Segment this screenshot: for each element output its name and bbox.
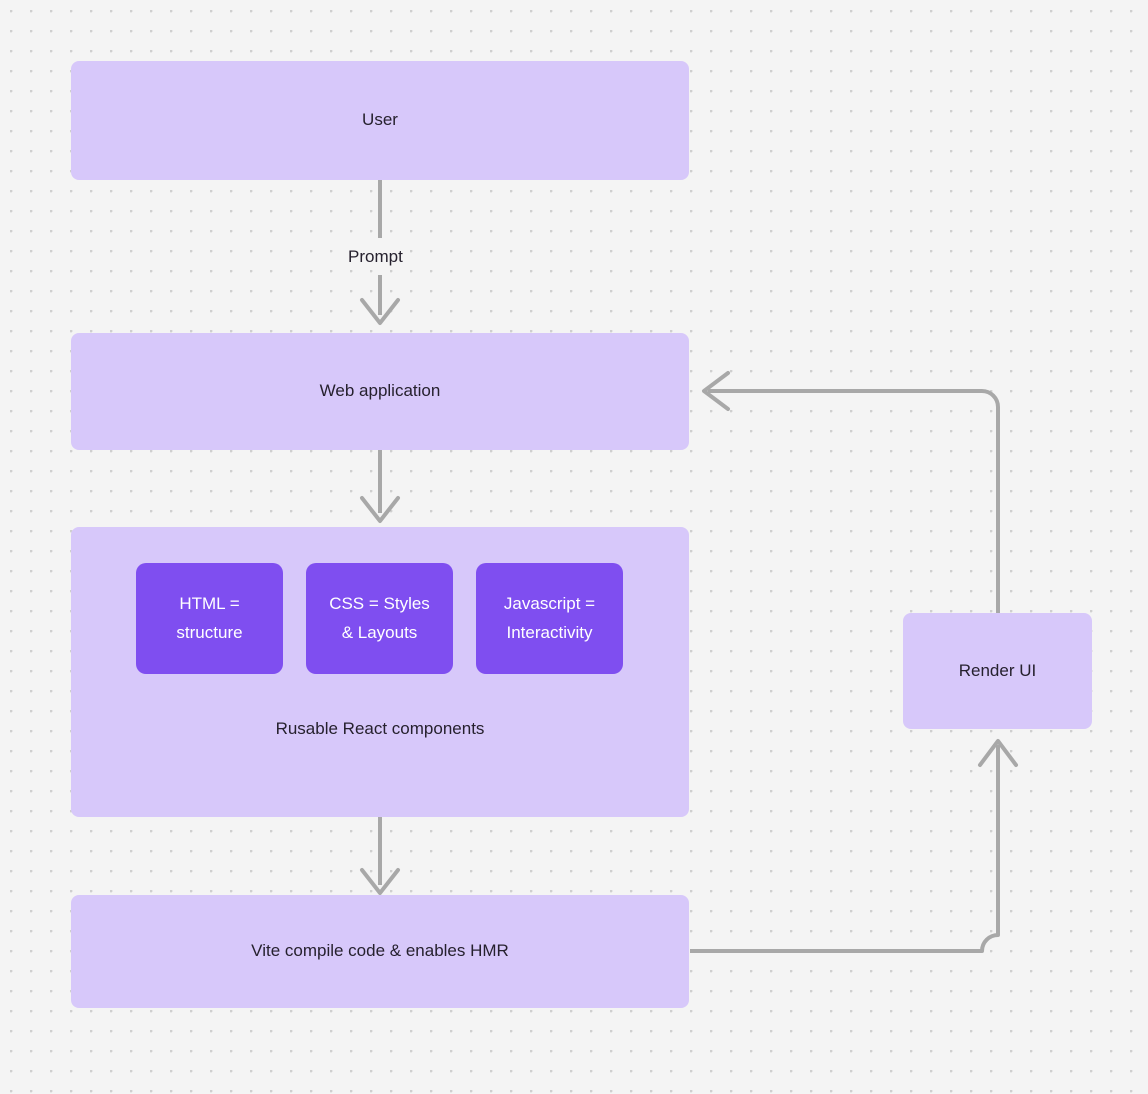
chip-html-label: HTML = structure [176,593,243,642]
node-user[interactable]: User [71,61,689,180]
components-group-caption: Rusable React components [275,719,485,738]
chip-html[interactable]: HTML = structure [136,563,283,674]
edge-render-ui-to-web-application [702,371,1000,613]
node-vite[interactable]: Vite compile code & enables HMR [71,895,689,1008]
node-render-ui[interactable]: Render UI [903,613,1092,729]
edge-web-application-to-components [360,450,400,523]
node-render-ui-label: Render UI [958,660,1037,680]
edge-label-prompt: Prompt [341,245,410,269]
chip-javascript-label: Javascript = Interactivity [503,593,596,642]
chip-css[interactable]: CSS = Styles & Layouts [306,563,453,674]
node-vite-label: Vite compile code & enables HMR [251,941,509,961]
chip-javascript[interactable]: Javascript = Interactivity [476,563,623,674]
chip-css-label: CSS = Styles & Layouts [329,593,430,642]
node-web-application-label: Web application [319,381,441,401]
edge-vite-to-render-ui [690,739,1018,953]
node-web-application[interactable]: Web application [71,333,689,450]
edge-components-to-vite [360,817,400,895]
node-user-label: User [362,110,398,130]
